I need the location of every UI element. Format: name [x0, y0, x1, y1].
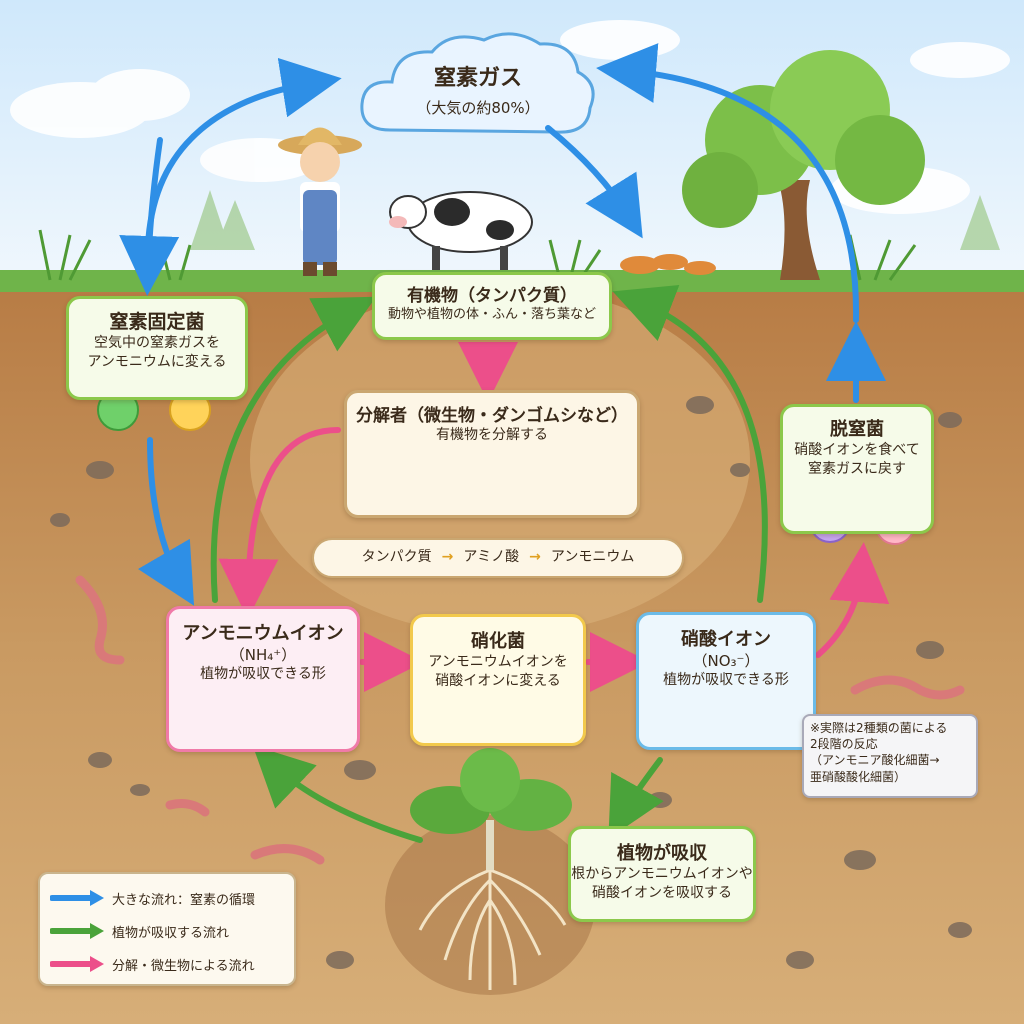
nitrate-ion-box: 硝酸イオン （NO₃⁻） 植物が吸収できる形: [636, 612, 816, 750]
chain-arrow-icon: →: [529, 549, 541, 565]
blue-flow-arrows: [119, 43, 886, 606]
arrow-fixing-to-ammonium: [137, 437, 195, 606]
green-arrow-icon: [50, 923, 104, 939]
chain-step-amino-acid: アミノ酸: [463, 549, 520, 565]
arrow-ammonium-to-organic: [210, 296, 377, 603]
decomposers-title: 分解者（微生物・ダンゴムシなど）: [356, 406, 628, 426]
organic-matter-box: 有機物（タンパク質） 動物や植物の体・ふん・落ち葉など: [372, 272, 612, 340]
ammonium-ion-formula: （NH₄⁺）: [229, 646, 297, 664]
denitrifying-bacteria-box: 脱窒菌 硝酸イオンを食べて 窒素ガスに戻す: [780, 404, 934, 534]
legend-item-decomposition: 分解・微生物による流れ: [50, 952, 290, 976]
nitrifying-bacteria-title: 硝化菌: [471, 631, 525, 652]
blue-arrow-icon: [50, 890, 104, 906]
fallen-leaves: [620, 254, 716, 275]
ammonium-ion-box: アンモニウムイオン （NH₄⁺） 植物が吸収できる形: [166, 606, 360, 752]
ammonium-ion-subtitle: 植物が吸収できる形: [200, 666, 326, 683]
nitrifying-bacteria-line1: アンモニウムイオンを: [428, 654, 568, 670]
nitrate-ion-title: 硝酸イオン: [681, 629, 771, 650]
legend: 大きな流れ：窒素の循環 植物が吸収する流れ 分解・微生物による流れ: [38, 872, 296, 986]
plant-absorption-line1: 根からアンモニウムイオンや: [571, 866, 753, 882]
note-line1: ※実際は2種類の菌による: [810, 721, 948, 735]
note-line2: 2段階の反応: [810, 737, 878, 752]
nitrogen-gas-title: 窒素ガス: [433, 66, 522, 91]
arrow-gas-to-fixing: [119, 137, 180, 296]
nitrogen-gas-cloud: [360, 32, 595, 134]
denitrifying-bacteria-line2: 窒素ガスに戻す: [808, 460, 906, 477]
arrow-nitrate-to-absorb: [608, 757, 664, 839]
farmer-illustration: [278, 127, 362, 276]
plant-illustration: [385, 748, 595, 995]
note-line4: 亜硝酸酸化細菌）: [810, 769, 907, 784]
fixing-bacteria-line1: 空気中の窒素ガスを: [94, 335, 220, 351]
fixing-bacteria-line2: アンモニウムに変える: [87, 353, 227, 370]
nitrate-ion-formula: （NO₃⁻）: [692, 652, 760, 670]
legend-item-plant-absorption: 植物が吸収する流れ: [50, 919, 290, 943]
decomposers-subtitle: 有機物を分解する: [436, 427, 548, 443]
fixing-bacteria-title: 窒素固定菌: [109, 311, 205, 333]
denitrifying-bacteria-line1: 硝酸イオンを食べて: [794, 442, 920, 458]
ammonium-ion-title: アンモニウムイオン: [182, 623, 344, 644]
arrow-gas-down: [545, 125, 643, 239]
nitrifying-bacteria-box: 硝化菌 アンモニウムイオンを 硝酸イオンに変える: [410, 614, 586, 746]
arrow-plant-to-ammonium: [252, 745, 423, 843]
plant-absorption-box: 植物が吸収 根からアンモニウムイオンや 硝酸イオンを吸収する: [568, 826, 756, 922]
legend-label: 植物が吸収する流れ: [112, 926, 230, 941]
chain-step-ammonium: アンモニウム: [550, 549, 635, 565]
plant-absorption-line2: 硝酸イオンを吸収する: [592, 884, 732, 901]
nitrification-note: ※実際は2種類の菌による 2段階の反応 （アンモニア酸化細菌→ 亜硝酸酸化細菌）: [802, 714, 978, 798]
pink-arrow-icon: [50, 956, 104, 972]
legend-label: 分解・微生物による流れ: [112, 959, 255, 974]
denitrifying-bacteria-title: 脱窒菌: [830, 419, 884, 440]
nitrogen-gas-label: 窒素ガス （大気の約80%）: [372, 46, 584, 142]
nitrate-ion-subtitle: 植物が吸収できる形: [663, 672, 789, 689]
green-flow-arrows: [210, 285, 768, 843]
note-line3: （アンモニア酸化細菌→: [810, 753, 940, 768]
pink-flow-arrows: [218, 342, 890, 692]
legend-item-nitrogen-cycle: 大きな流れ：窒素の循環: [50, 886, 290, 910]
distant-trees: [190, 190, 1000, 250]
nitrogen-fixing-bacteria-box: 窒素固定菌 空気中の窒素ガスを アンモニウムに変える: [66, 296, 248, 400]
cow-illustration: [389, 191, 533, 270]
arrow-denit-to-gas: [596, 43, 860, 323]
organic-matter-title: 有機物（タンパク質）: [407, 286, 577, 306]
decomposition-chain: タンパク質 → アミノ酸 → アンモニウム: [312, 538, 684, 578]
plant-absorption-title: 植物が吸収: [617, 843, 707, 864]
nitrifying-bacteria-line2: 硝酸イオンに変える: [435, 672, 561, 689]
chain-arrow-icon: →: [441, 549, 454, 565]
arrow-nitrate-to-denitrifying: [815, 542, 890, 658]
chain-step-protein: タンパク質: [361, 549, 432, 565]
arrow-nitrate-to-organic: [612, 285, 768, 603]
earthworms: [75, 575, 965, 865]
decomposers-box: 分解者（微生物・ダンゴムシなど） 有機物を分解する: [344, 390, 640, 518]
legend-label: 大きな流れ：窒素の循環: [112, 893, 256, 908]
organic-matter-subtitle: 動物や植物の体・ふん・落ち葉など: [387, 307, 596, 322]
arrow-decomposers-to-ammonium: [218, 427, 341, 619]
nitrogen-gas-subtitle: （大気の約80%）: [416, 99, 540, 117]
